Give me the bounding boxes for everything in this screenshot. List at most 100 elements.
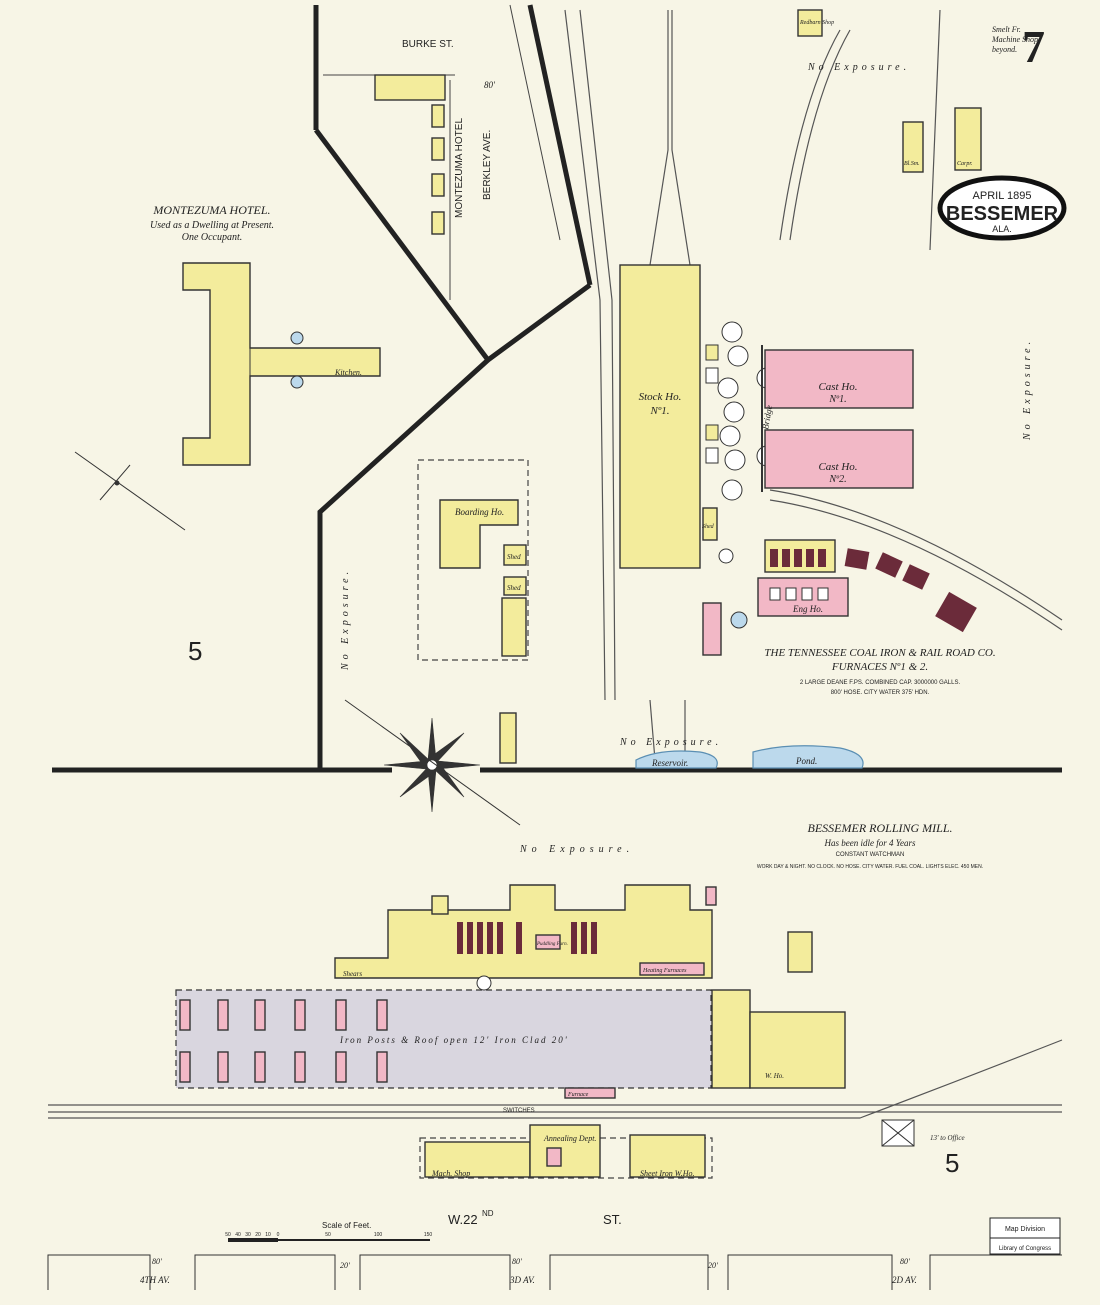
- no-exposure-east: No Exposure.: [1022, 338, 1033, 441]
- railroad-tracks: [48, 9, 1063, 1119]
- block-number-south: 5: [945, 1148, 959, 1178]
- w22-width-b: 20': [708, 1261, 718, 1270]
- cast-house-1: [764, 349, 914, 409]
- shears-label: Shears: [343, 970, 362, 978]
- redbarn-label: Redbarn Shop: [799, 20, 834, 26]
- scale-tick-label: 50: [325, 1232, 331, 1238]
- office-label: 13' to Office: [930, 1134, 965, 1142]
- stamp-line-1: Map Division: [1005, 1226, 1045, 1233]
- stock-house-number: Nº1.: [650, 405, 670, 417]
- shed-label-1: Shed: [507, 553, 521, 561]
- compass-rose: [344, 699, 521, 826]
- stock-house-label: Stock Ho.: [639, 391, 682, 403]
- scale-tick-label: 50: [225, 1232, 231, 1238]
- hotel-title: MONTEZUMA HOTEL.: [152, 203, 270, 217]
- shed-label-2: Shed: [507, 584, 521, 592]
- scale-tick-label: 150: [424, 1232, 433, 1238]
- cast-house-2-label: Cast Ho.: [818, 461, 857, 473]
- carp-label: Carpr.: [957, 161, 973, 167]
- sheet-iron-label: Sheet Iron W.Ho.: [640, 1169, 695, 1178]
- pond: [752, 745, 864, 769]
- scale-tick-label: 30: [245, 1232, 251, 1238]
- mach-shop-label: Mach. Shop: [431, 1169, 470, 1178]
- scale-tick-label: 10: [265, 1232, 271, 1238]
- smelt-note-3: beyond.: [992, 45, 1017, 54]
- sheet-number: 7: [1022, 21, 1045, 72]
- burke-st-label: BURKE ST.: [402, 39, 454, 50]
- montezuma-st-label: MONTEZUMA HOTEL: [454, 118, 465, 218]
- av3-width: 80': [512, 1257, 522, 1266]
- burke-st-width: 80': [484, 80, 496, 90]
- reservoir: [635, 750, 718, 769]
- scale-tick-label: 100: [374, 1232, 383, 1238]
- eng-ho-label: Eng Ho.: [792, 604, 823, 614]
- block-boundaries: [52, 4, 1062, 773]
- scale-tick-label: 0: [277, 1232, 280, 1238]
- iron-posts-label: Iron Posts & Roof open 12' Iron Clad 20': [339, 1035, 569, 1045]
- switches-label: SWITCHES: [503, 1108, 535, 1114]
- burke-st-dwellings: [374, 74, 446, 235]
- bridge-label: Bridge: [760, 404, 774, 430]
- bl-sm-label: Bl.Sm.: [904, 161, 920, 167]
- no-exposure-west: No Exposure.: [340, 568, 351, 671]
- hotel-note-1: Used as a Dwelling at Present.: [150, 220, 274, 231]
- tcirr-name: THE TENNESSEE COAL IRON & RAIL ROAD CO.: [764, 647, 995, 659]
- berkley-ave-label: BERKLEY AVE.: [482, 130, 493, 200]
- annealing-label: Annealing Dept.: [543, 1134, 596, 1143]
- tcirr-fire-1: 2 LARGE DEANE F.PS. COMBINED CAP. 300000…: [800, 680, 961, 686]
- boarding-label: Boarding Ho.: [455, 507, 504, 517]
- w22-sup: ND: [482, 1209, 494, 1218]
- north-arrow: [74, 451, 186, 531]
- block-number-west: 5: [188, 636, 202, 666]
- stock-house-1: [619, 264, 701, 569]
- avenue-lines: [47, 1254, 1062, 1290]
- scale-tick-label: 40: [235, 1232, 241, 1238]
- engine-house: [702, 539, 977, 656]
- no-exposure-north: No Exposure.: [807, 62, 910, 73]
- rolling-mill-details: WORK DAY & NIGHT. NO CLOCK. NO HOSE. CIT…: [757, 864, 983, 870]
- w22-label: W.22: [448, 1212, 478, 1227]
- library-stamp: Map Division Library of Congress: [989, 1217, 1061, 1255]
- cast-house-2-number: Nº2.: [828, 474, 846, 485]
- boarding-house-lot: [417, 459, 529, 764]
- av4-width: 80': [152, 1257, 162, 1266]
- sheet-date: APRIL 1895: [973, 190, 1032, 202]
- w-ho-label: W. Ho.: [765, 1072, 784, 1080]
- av2-width: 80': [900, 1257, 910, 1266]
- title-cartouche: APRIL 1895 BESSEMER ALA.: [937, 175, 1067, 241]
- tcirr-furnaces: FURNACES Nº1 & 2.: [831, 661, 928, 673]
- rolling-mill-watch: CONSTANT WATCHMAN: [836, 852, 905, 858]
- cast-house-1-number: Nº1.: [828, 394, 846, 405]
- kitchen-label: Kitchen.: [334, 368, 362, 377]
- rolling-mill-idle: Has been idle for 4 Years: [824, 838, 916, 848]
- reservoir-label: Reservoir.: [651, 758, 688, 768]
- north-outbuildings: [797, 9, 982, 173]
- puddling-label: Puddling Furn.: [536, 942, 568, 947]
- heating-furnaces-label: Heating Furnaces: [642, 968, 687, 974]
- south-shops: [419, 1119, 915, 1179]
- rolling-mill: [175, 884, 846, 1099]
- scale-title: Scale of Feet.: [322, 1221, 371, 1230]
- montezuma-hotel: [182, 262, 381, 466]
- w22-width-a: 20': [340, 1261, 350, 1270]
- furnace-label: Furnace: [567, 1092, 589, 1098]
- smelt-note-1: Smelt Fr.: [992, 25, 1021, 34]
- scale-tick-label: 20: [255, 1232, 261, 1238]
- shed-label-stock: Shed: [702, 524, 715, 530]
- w22-st-label: ST.: [603, 1212, 622, 1227]
- no-exposure-mill: No Exposure.: [519, 844, 634, 855]
- hotel-note-2: One Occupant.: [182, 232, 243, 243]
- tcirr-fire-2: 800' HOSE. CITY WATER 375' HDN.: [831, 690, 930, 696]
- city-name: BESSEMER: [946, 203, 1059, 225]
- no-exposure-pond: No Exposure.: [619, 737, 722, 748]
- pond-label: Pond.: [795, 756, 817, 766]
- state-name: ALA.: [992, 224, 1012, 234]
- av2-label: 2D AV.: [892, 1275, 917, 1285]
- cast-house-2: [764, 429, 914, 489]
- av4-label: 4TH AV.: [140, 1275, 170, 1285]
- rolling-mill-title: BESSEMER ROLLING MILL.: [808, 821, 953, 835]
- stamp-line-2: Library of Congress: [999, 1246, 1051, 1252]
